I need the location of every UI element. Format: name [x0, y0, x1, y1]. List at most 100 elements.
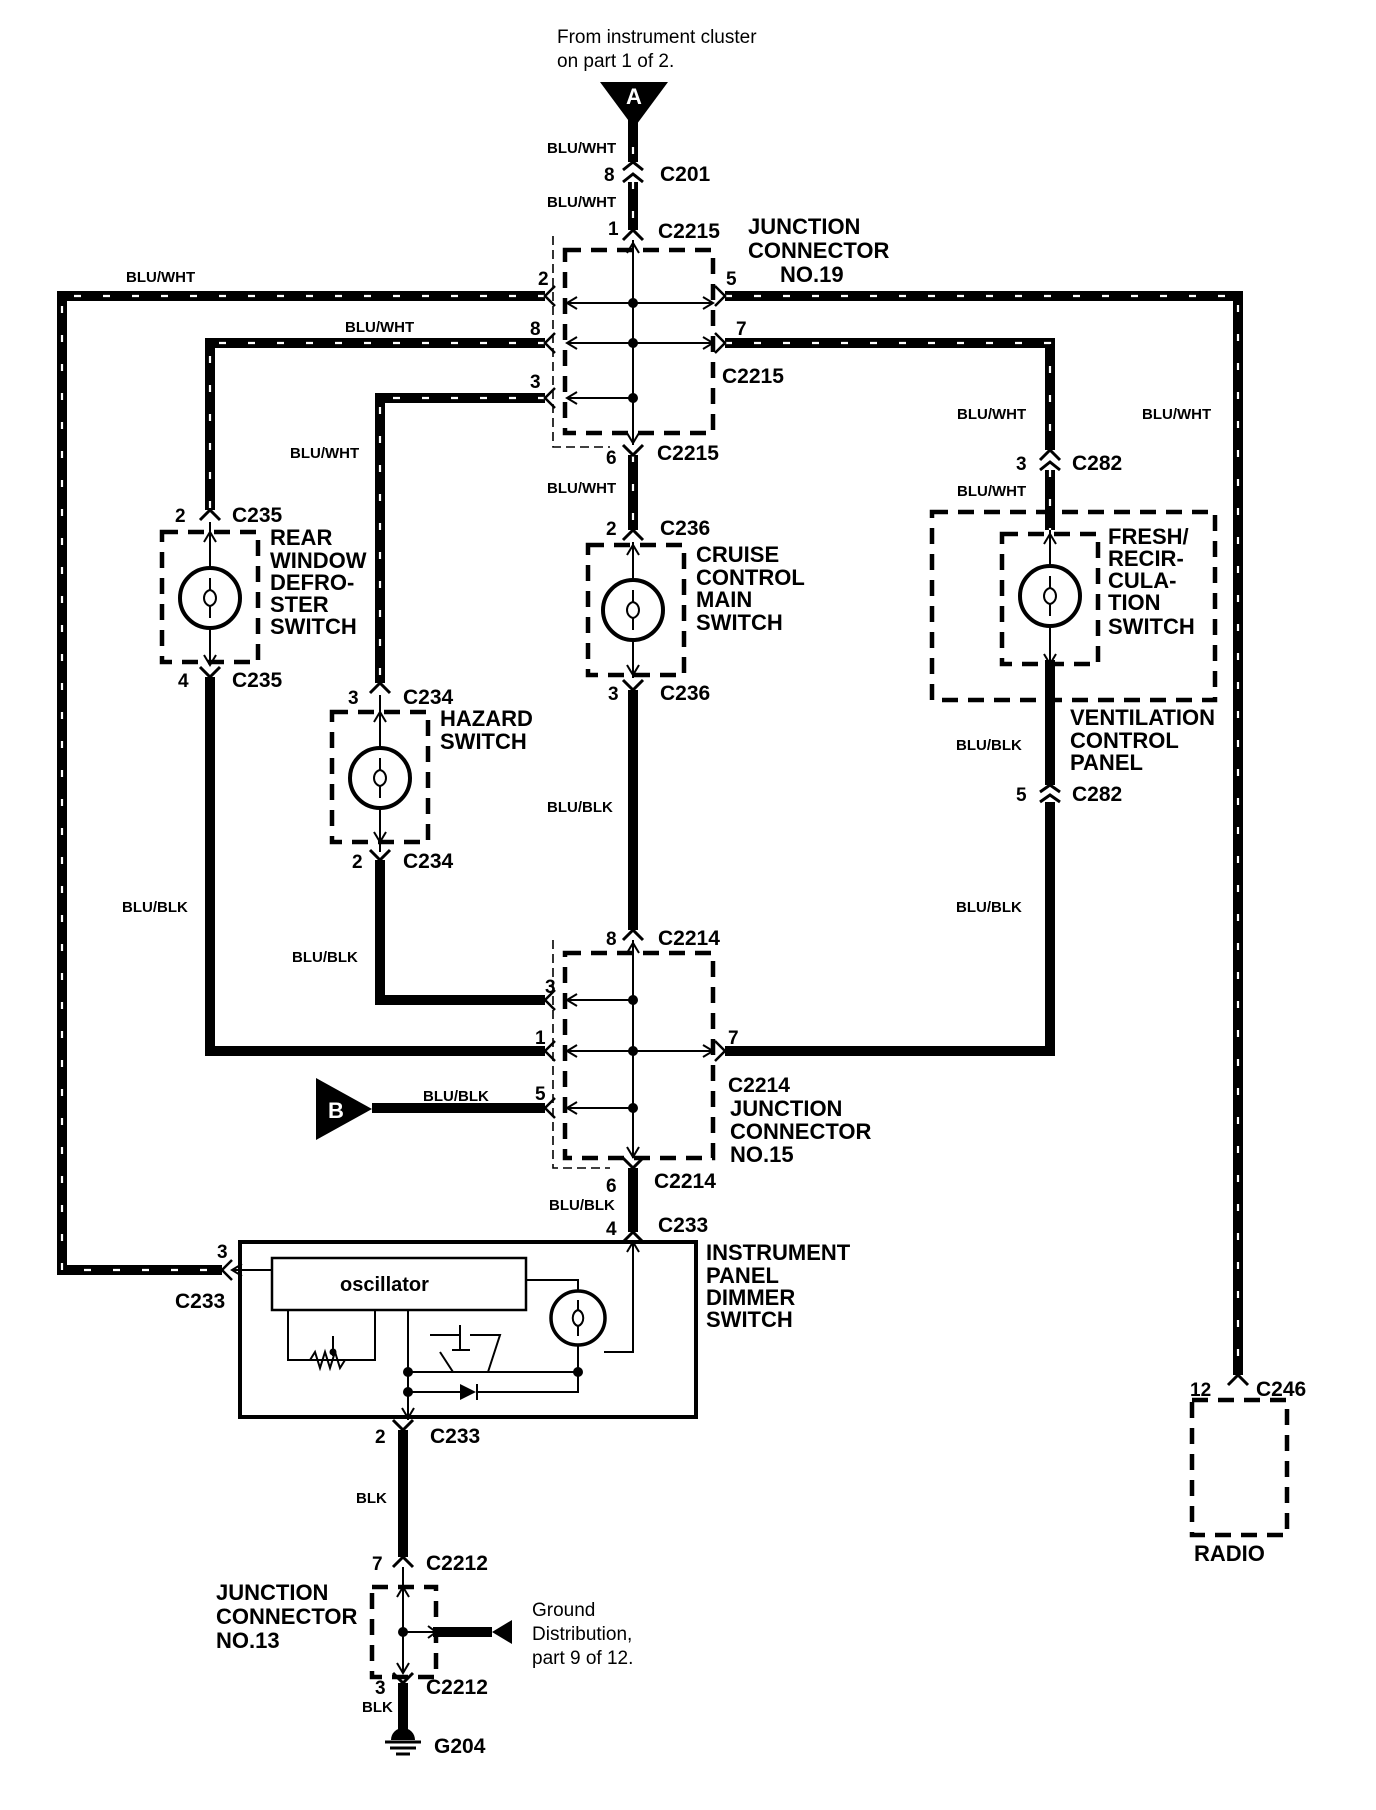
ground-label: G204 [434, 1735, 486, 1758]
wire-c234-p2-jc15-p3 [375, 860, 545, 1005]
wire-jc19-p3-c234 [375, 393, 545, 683]
wire-color-label: BLU/WHT [957, 406, 1026, 423]
note-from-cluster-2: on part 1 of 2. [557, 51, 674, 72]
ground-distribution-note: Ground Distribution, part 9 of 12. [532, 1600, 638, 1669]
wire-color-label: BLU/BLK [122, 899, 188, 916]
pin-number: 7 [728, 1028, 739, 1049]
pin-number: 6 [606, 1176, 617, 1197]
hazard-switch [329, 695, 431, 852]
wire-c282-p5-jc15-p7 [725, 802, 1055, 1056]
note-from-cluster-1: From instrument cluster [557, 27, 757, 48]
connector-c236: C236 [660, 682, 710, 705]
pin-number: 2 [606, 519, 617, 540]
connector-c234: C234 [403, 686, 454, 709]
cruise-control-main-switch [585, 542, 687, 678]
wire-color-label: BLU/BLK [547, 799, 613, 816]
ground-g204 [385, 1728, 421, 1756]
marker-b-label: B [328, 1098, 344, 1123]
fresh-recirculation-title: FRESH/ RECIR- CULA- TION SWITCH [1108, 524, 1195, 639]
connector-ticks [198, 160, 1250, 1686]
connector-c201: C201 [660, 163, 711, 186]
connector-c282: C282 [1072, 452, 1122, 475]
wire-color-label: BLU/WHT [290, 445, 359, 462]
pin-number: 3 [217, 1242, 228, 1263]
wire-color-label: BLU/WHT [345, 319, 414, 336]
pin-number: 6 [606, 448, 617, 469]
wire-jc19-p5-radio-stripe [725, 294, 1240, 1375]
cruise-title: CRUISE CONTROL MAIN SWITCH [696, 542, 811, 635]
junction-connector-15 [552, 940, 716, 1169]
radio [1189, 1397, 1290, 1538]
connector-c2214: C2214 [728, 1074, 790, 1097]
hazard-title: HAZARD SWITCH [440, 706, 539, 754]
pin-number: 3 [545, 977, 556, 998]
pin-number: 7 [736, 319, 747, 340]
wire-color-label: BLU/WHT [126, 269, 195, 286]
wire-jc19-p8-c235 [205, 338, 545, 510]
wire-color-label: BLK [356, 1490, 387, 1507]
wire-color-label: BLU/BLK [292, 949, 358, 966]
pin-number: 4 [606, 1219, 617, 1240]
pin-number: 5 [726, 269, 737, 290]
labels: From instrument cluster on part 1 of 2. … [122, 27, 1306, 1758]
rear-defroster-title: REAR WINDOW DEFRO- STER SWITCH [270, 525, 373, 639]
junction-connector-19 [552, 236, 716, 448]
wire-color-label: BLU/WHT [547, 480, 616, 497]
wire-jc19-p3-c234-stripe [378, 396, 545, 683]
pin-number: 3 [348, 688, 359, 709]
pin-number: 3 [1016, 454, 1027, 475]
junction-connector-13 [369, 1567, 512, 1680]
connector-c235: C235 [232, 669, 283, 692]
ventilation-control-panel [929, 509, 1218, 703]
wire-jc19-p2-c233-p3 [57, 291, 545, 1275]
dimmer-switch-title: INSTRUMENT PANEL DIMMER SWITCH [706, 1240, 856, 1332]
wire-color-label: BLU/WHT [957, 483, 1026, 500]
connector-c246: C246 [1256, 1378, 1306, 1401]
connector-c2215: C2215 [657, 442, 719, 465]
connector-c2214: C2214 [654, 1170, 716, 1193]
wire-color-label: BLU/BLK [956, 899, 1022, 916]
wire-color-label: BLU/BLK [549, 1197, 615, 1214]
connector-c233: C233 [658, 1214, 708, 1237]
wire-color-label: BLU/BLK [423, 1088, 489, 1105]
pin-number: 3 [530, 372, 541, 393]
pin-number: 3 [608, 684, 619, 705]
connector-c2215: C2215 [722, 365, 784, 388]
wire-color-label: BLU/WHT [547, 194, 616, 211]
pin-number: 2 [538, 269, 549, 290]
pin-number: 8 [604, 165, 615, 186]
connector-c2215: C2215 [658, 220, 720, 243]
pin-number: 1 [608, 219, 619, 240]
connector-c282: C282 [1072, 783, 1122, 806]
wire-color-label: BLK [362, 1699, 393, 1716]
rear-window-defroster-switch [159, 522, 261, 667]
connector-c233: C233 [430, 1425, 480, 1448]
pin-number: 2 [375, 1427, 386, 1448]
ventilation-panel-title: VENTILATION CONTROL PANEL [1070, 705, 1221, 775]
wire-jc19-p7-c282-stripe [725, 341, 1052, 450]
connector-c235: C235 [232, 504, 283, 527]
wire-c235-p4-jc15-p1 [205, 677, 545, 1056]
pin-number: 1 [535, 1028, 546, 1049]
radio-title: RADIO [1194, 1541, 1265, 1566]
pin-number: 8 [606, 929, 617, 950]
pin-number: 5 [1016, 785, 1027, 806]
marker-b-triangle [316, 1078, 372, 1140]
jc15-title: JUNCTION CONNECTOR NO.15 [730, 1096, 878, 1167]
pin-number: 7 [372, 1554, 383, 1575]
marker-a-triangle [600, 82, 668, 128]
pin-number: 4 [178, 671, 189, 692]
connector-c234: C234 [403, 850, 454, 873]
connector-c2212: C2212 [426, 1676, 488, 1699]
wire-color-label: BLU/WHT [1142, 406, 1211, 423]
oscillator-block [270, 1256, 528, 1312]
pin-number: 2 [175, 506, 186, 527]
jc13-title: JUNCTION CONNECTOR NO.13 [216, 1580, 364, 1653]
marker-a-label: A [626, 84, 642, 109]
oscillator-label: oscillator [340, 1274, 429, 1296]
pin-number: 3 [375, 1678, 386, 1699]
pin-number: 8 [530, 319, 541, 340]
wire-jc19-p5-radio [725, 291, 1243, 1375]
wire-color-label: BLU/WHT [547, 140, 616, 157]
